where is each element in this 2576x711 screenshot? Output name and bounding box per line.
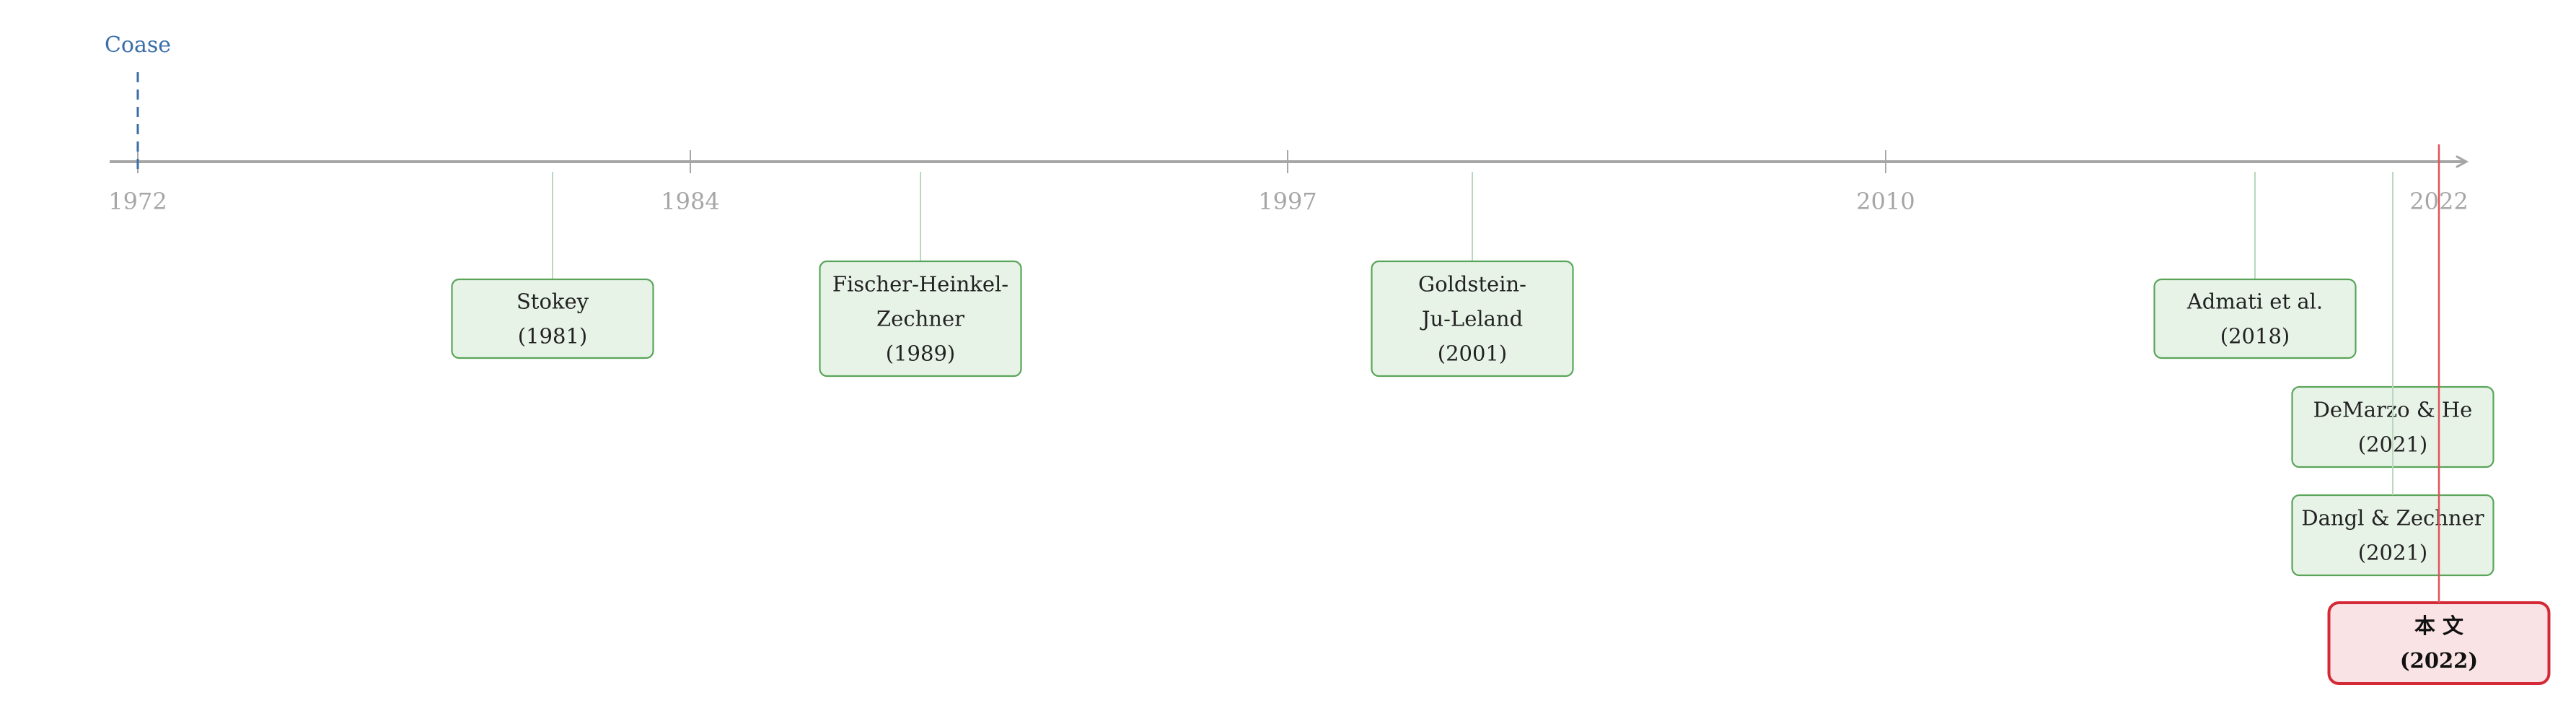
paper-card-this-paper: 本 文 (2022): [2327, 601, 2551, 685]
paper-card-stokey: Stokey (1981): [451, 278, 654, 359]
paper-card-line-goldstein-ju-leland-2: (2001): [1438, 341, 1507, 366]
paper-card-dangl-zechner: Dangl & Zechner (2021): [2291, 494, 2494, 577]
paper-card-goldstein-ju-leland: Goldstein- Ju-Leland (2001): [1371, 260, 1574, 378]
paper-card-box-admati-et-al: [2153, 278, 2357, 359]
paper-card-line-goldstein-ju-leland-1: Ju-Leland: [1420, 307, 1523, 331]
tick-label-2010: 2010: [1856, 188, 1915, 215]
paper-card-line-fischer-heinkel-zechner-0: Fischer-Heinkel-: [832, 272, 1008, 297]
tick-label-1997: 1997: [1258, 188, 1316, 215]
paper-card-admati-et-al: Admati et al. (2018): [2153, 278, 2357, 359]
paper-card-box-fischer-heinkel-zechner: [819, 260, 1022, 378]
connectors-top: [2392, 144, 2440, 603]
paper-card-line-fischer-heinkel-zechner-2: (1989): [886, 341, 955, 366]
paper-card-line-goldstein-ju-leland-0: Goldstein-: [1418, 272, 1526, 297]
paper-card-line-admati-et-al-1: (2018): [2220, 324, 2290, 349]
paper-card-line-this-paper-0: 本 文: [2414, 614, 2464, 638]
paper-card-fischer-heinkel-zechner: Fischer-Heinkel- Zechner (1989): [819, 260, 1022, 378]
paper-card-line-stokey-0: Stokey: [516, 289, 589, 314]
paper-card-line-this-paper-1: (2022): [2400, 648, 2478, 673]
tick-label-1972: 1972: [108, 188, 167, 215]
paper-card-line-fischer-heinkel-zechner-1: Zechner: [876, 307, 964, 331]
paper-card-line-admati-et-al-0: Admati et al.: [2186, 289, 2323, 314]
paper-cards: Stokey (1981) Fischer-Heinkel- Zechner (1989…: [451, 260, 2551, 685]
tick-label-1984: 1984: [661, 188, 719, 215]
paper-card-box-stokey: [451, 278, 654, 359]
paper-card-line-dangl-zechner-1: (2021): [2358, 541, 2427, 565]
paper-card-line-dangl-zechner-0: Dangl & Zechner: [2301, 506, 2484, 531]
paper-card-box-goldstein-ju-leland: [1371, 260, 1574, 378]
coase-marker: Coase: [105, 32, 171, 169]
paper-card-line-stokey-1: (1981): [518, 324, 587, 349]
coase-label: Coase: [105, 32, 171, 58]
